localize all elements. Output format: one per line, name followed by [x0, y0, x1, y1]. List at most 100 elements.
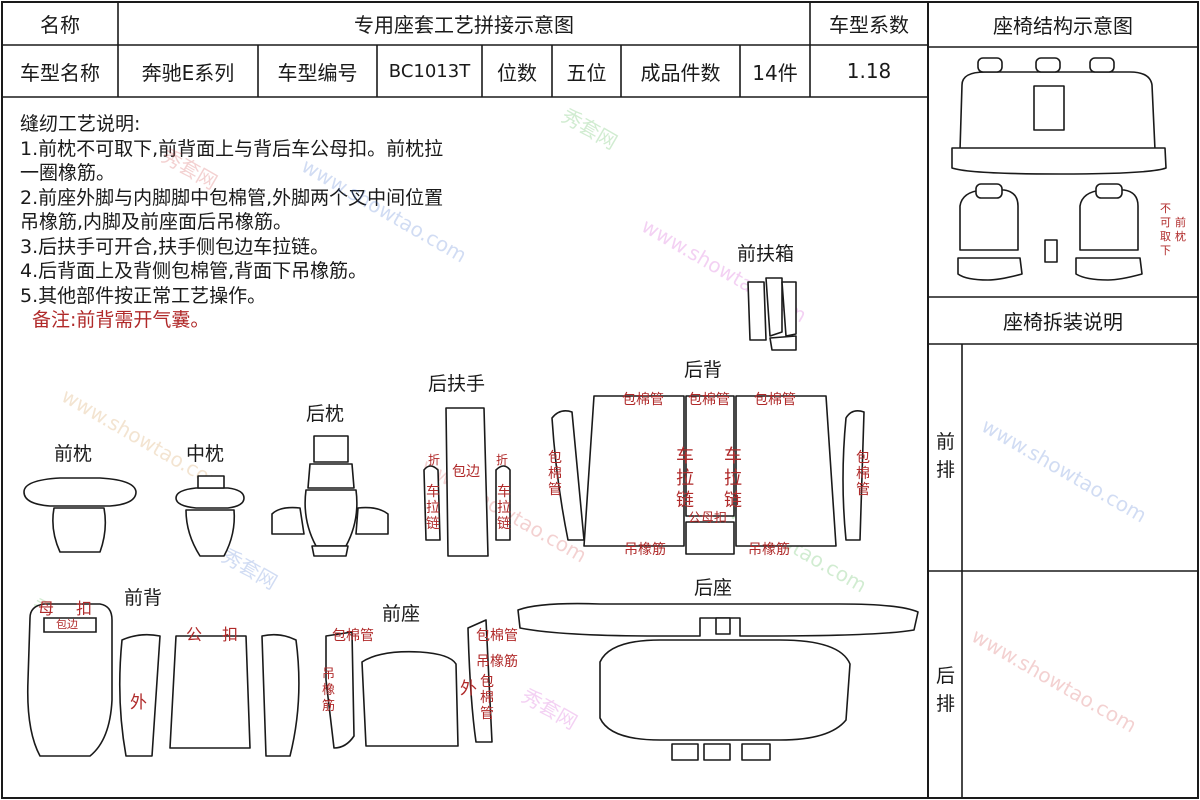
- note-line: 5.其他部件按正常工艺操作。: [20, 284, 267, 307]
- zipper-note: 链: [724, 490, 742, 511]
- structure-title: 座椅结构示意图: [993, 14, 1133, 38]
- watermark-brand: 秀套网: [558, 104, 622, 155]
- cotton-tube-note: 包棉管: [332, 627, 374, 644]
- model-no-label: 车型编号: [277, 60, 358, 85]
- zipper-note: 车: [676, 446, 694, 467]
- disassembly-title: 座椅拆装说明: [1003, 310, 1123, 334]
- seat-structure-sketch: [951, 57, 1167, 281]
- notes-heading: 缝纫工艺说明:: [20, 113, 141, 135]
- model-no-value: BC1013T: [388, 60, 471, 82]
- part-label-front-back: 前背: [124, 587, 162, 609]
- model-name-value: 奔驰E系列: [141, 60, 235, 85]
- remark-note: 备注:前背需开气囊。: [32, 309, 210, 331]
- zipper-note: 拉: [497, 500, 511, 516]
- note-line: 3.后扶手可开合,扶手侧包边车拉链。: [20, 235, 330, 258]
- part-label-rear-headrest: 后枕: [306, 403, 344, 425]
- seats-label: 位数: [497, 60, 537, 85]
- cotton-tube-note: 管: [548, 482, 562, 498]
- front-back-pieces: [26, 603, 300, 757]
- rear-headrest-pieces: [271, 435, 389, 557]
- male-snap-note: 扣: [222, 625, 238, 644]
- coefficient-label: 车型系数: [829, 13, 909, 37]
- cotton-tube-note: 棉: [548, 465, 562, 482]
- elastic-note: 吊橡筋: [476, 653, 518, 670]
- edge-wrap-note: 包边: [56, 618, 78, 631]
- fold-mark: 折: [428, 452, 440, 467]
- side-note-char: 取: [1160, 230, 1171, 243]
- elastic-note: 筋: [322, 698, 335, 714]
- note-line: 一圈橡筋。: [20, 162, 116, 184]
- snap-pair-note: 公母扣: [688, 511, 727, 526]
- edge-wrap-note: 包边: [452, 464, 480, 480]
- cotton-tube-note: 包: [548, 450, 562, 466]
- cotton-tube-note: 管: [480, 706, 494, 722]
- rear-armrest-pieces: [423, 407, 511, 557]
- front-headrest-pieces: [23, 477, 137, 553]
- part-label-rear-armrest: 后扶手: [428, 373, 485, 395]
- male-snap-note: 公: [186, 625, 202, 644]
- note-line: 吊橡筋,内脚及前座面后吊橡筋。: [20, 211, 293, 233]
- cotton-tube-note: 包: [856, 450, 870, 466]
- zipper-note: 链: [676, 490, 694, 511]
- cotton-tube-note: 包棉管: [688, 391, 730, 408]
- sewing-notes: 缝纫工艺说明: 1.前枕不可取下,前背面上与背后车公母扣。前枕拉 一圈橡筋。 2…: [20, 112, 443, 333]
- zipper-note: 车: [497, 483, 511, 500]
- female-snap-note: 扣: [76, 599, 92, 618]
- zipper-note: 链: [426, 516, 440, 532]
- outer-note: 外: [460, 679, 477, 699]
- zipper-note: 车: [426, 483, 440, 500]
- rear-back-pieces: [551, 395, 865, 555]
- part-label-front-headrest: 前枕: [54, 443, 92, 465]
- cotton-tube-note: 包棉管: [476, 627, 518, 644]
- zipper-note: 拉: [426, 500, 440, 516]
- front-row-label: 排: [936, 459, 955, 481]
- cotton-tube-note: 棉: [480, 689, 494, 706]
- elastic-note: 橡: [322, 683, 335, 698]
- zipper-note: 链: [497, 516, 511, 532]
- note-line: 1.前枕不可取下,前背面上与背后车公母扣。前枕拉: [20, 137, 444, 160]
- fold-mark: 折: [496, 452, 508, 467]
- zipper-note: 拉: [676, 468, 694, 489]
- cotton-tube-note: 包棉管: [754, 391, 796, 408]
- side-note-char: 不: [1160, 202, 1171, 215]
- sheet-title: 专用座套工艺拼接示意图: [354, 13, 574, 37]
- part-label-front-box: 前扶箱: [737, 243, 794, 265]
- coefficient-value: 1.18: [846, 59, 892, 83]
- cotton-tube-note: 包: [480, 674, 494, 690]
- part-label-mid-headrest: 中枕: [186, 443, 224, 465]
- part-label-front-seat: 前座: [382, 603, 420, 625]
- side-note-char: 下: [1160, 244, 1171, 257]
- elastic-note: 吊橡筋: [624, 541, 666, 558]
- model-name-label: 车型名称: [20, 60, 100, 85]
- side-note-char: 可: [1160, 216, 1171, 229]
- watermark-brand: 秀套网: [518, 684, 582, 735]
- front-seat-pieces: [325, 619, 493, 749]
- female-snap-note: 母: [38, 599, 54, 618]
- watermark-site: www.showtao.com: [978, 414, 1151, 528]
- cotton-tube-note: 棉: [856, 465, 870, 482]
- watermark-brand: 秀套网: [158, 144, 222, 195]
- name-label: 名称: [40, 13, 80, 37]
- cotton-tube-note: 包棉管: [622, 391, 664, 408]
- elastic-note: 吊: [322, 667, 335, 682]
- watermark-site: www.showtao.com: [968, 624, 1141, 738]
- cotton-tube-note: 管: [856, 482, 870, 498]
- zipper-note: 拉: [724, 468, 742, 489]
- side-note-char: 前: [1175, 215, 1186, 229]
- front-row-label: 前: [936, 431, 955, 453]
- pieces-value: 14件: [752, 60, 798, 85]
- mid-headrest-pieces: [175, 475, 245, 557]
- front-box-pieces: [747, 277, 797, 351]
- part-label-rear-back: 后背: [684, 359, 722, 381]
- rear-seat-pieces: [517, 602, 919, 761]
- zipper-note: 车: [724, 446, 742, 467]
- part-label-rear-seat: 后座: [694, 577, 732, 599]
- elastic-note: 吊橡筋: [748, 541, 790, 558]
- side-note-char: 枕: [1175, 229, 1186, 243]
- seats-value: 五位: [566, 60, 607, 85]
- watermark-site: www.showtao.com: [298, 154, 471, 268]
- pieces-label: 成品件数: [640, 60, 721, 85]
